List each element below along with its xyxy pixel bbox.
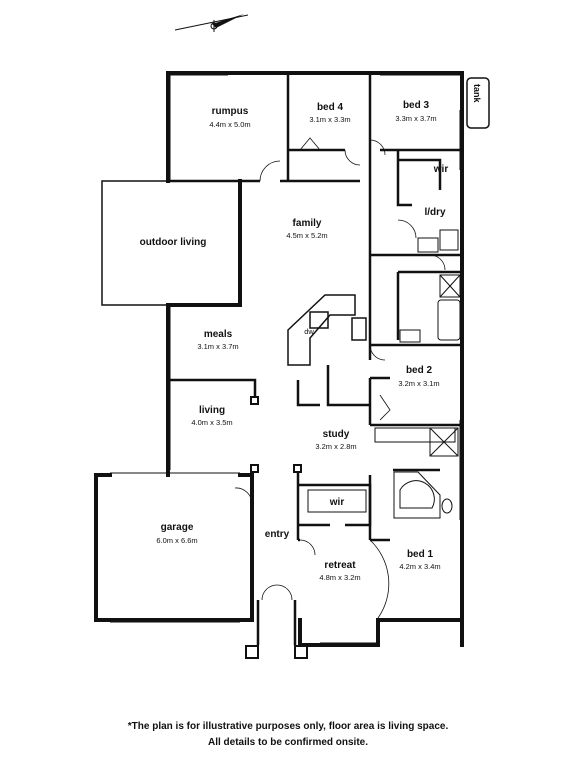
water-tank: tank bbox=[466, 77, 490, 129]
svg-text:bed 4: bed 4 bbox=[317, 102, 344, 113]
svg-text:4.5m x 5.2m: 4.5m x 5.2m bbox=[286, 231, 327, 240]
svg-text:dw: dw bbox=[304, 327, 314, 336]
room-entry: entry bbox=[265, 529, 290, 540]
disclaimer-line-1: *The plan is for illustrative purposes o… bbox=[127, 721, 449, 732]
exterior-walls bbox=[94, 71, 464, 647]
columns bbox=[245, 396, 308, 659]
svg-text:3.2m x 2.8m: 3.2m x 2.8m bbox=[315, 442, 356, 451]
interior-walls bbox=[168, 73, 462, 645]
room-bed-3: bed 3 3.3m x 3.7m bbox=[395, 100, 436, 123]
svg-text:bed 1: bed 1 bbox=[407, 549, 434, 560]
svg-text:3.2m x 3.1m: 3.2m x 3.1m bbox=[398, 379, 439, 388]
svg-text:bed 3: bed 3 bbox=[403, 100, 430, 111]
svg-text:6.0m x 6.6m: 6.0m x 6.6m bbox=[156, 536, 197, 545]
room-bed-2: bed 2 3.2m x 3.1m bbox=[398, 365, 439, 388]
svg-text:4.0m x 3.5m: 4.0m x 3.5m bbox=[191, 418, 232, 427]
svg-text:outdoor living: outdoor living bbox=[140, 237, 207, 248]
svg-text:retreat: retreat bbox=[324, 560, 356, 571]
kitchen-island bbox=[287, 294, 367, 366]
svg-text:family: family bbox=[293, 218, 322, 229]
doors bbox=[234, 137, 446, 619]
room-study: study 3.2m x 2.8m bbox=[315, 429, 356, 451]
svg-text:bed 2: bed 2 bbox=[406, 365, 433, 376]
compass-icon bbox=[174, 14, 249, 32]
svg-text:living: living bbox=[199, 405, 225, 416]
room-living: living 4.0m x 3.5m bbox=[191, 405, 232, 427]
room-laundry: l/dry bbox=[424, 207, 446, 218]
fixtures bbox=[307, 229, 461, 519]
svg-text:4.2m x 3.4m: 4.2m x 3.4m bbox=[399, 562, 440, 571]
svg-text:garage: garage bbox=[161, 522, 194, 533]
svg-text:3.1m x 3.7m: 3.1m x 3.7m bbox=[197, 342, 238, 351]
room-rumpus: rumpus 4.4m x 5.0m bbox=[209, 106, 250, 129]
svg-text:3.1m x 3.3m: 3.1m x 3.3m bbox=[309, 115, 350, 124]
svg-text:entry: entry bbox=[265, 529, 290, 540]
room-retreat: retreat 4.8m x 3.2m bbox=[319, 560, 360, 582]
windows bbox=[110, 73, 461, 644]
label-dishwasher: dw bbox=[304, 327, 314, 336]
svg-text:rumpus: rumpus bbox=[212, 106, 249, 117]
svg-text:wir: wir bbox=[433, 164, 449, 175]
svg-text:4.8m x 3.2m: 4.8m x 3.2m bbox=[319, 573, 360, 582]
room-wir-2: wir bbox=[329, 497, 345, 508]
room-family: family 4.5m x 5.2m bbox=[286, 218, 327, 240]
svg-text:meals: meals bbox=[204, 329, 233, 340]
room-garage: garage 6.0m x 6.6m bbox=[156, 522, 197, 545]
svg-text:l/dry: l/dry bbox=[424, 207, 446, 218]
room-bed-4: bed 4 3.1m x 3.3m bbox=[309, 102, 350, 124]
svg-text:4.4m x 5.0m: 4.4m x 5.0m bbox=[209, 120, 250, 129]
room-meals: meals 3.1m x 3.7m bbox=[197, 329, 238, 351]
room-outdoor-living: outdoor living bbox=[140, 237, 207, 248]
svg-text:3.3m x 3.7m: 3.3m x 3.7m bbox=[395, 114, 436, 123]
room-bed-1: bed 1 4.2m x 3.4m bbox=[399, 549, 440, 571]
svg-text:wir: wir bbox=[329, 497, 345, 508]
disclaimer-line-2: All details to be confirmed onsite. bbox=[207, 737, 369, 748]
svg-text:tank: tank bbox=[472, 84, 482, 104]
room-wir-1: wir bbox=[433, 164, 449, 175]
svg-text:study: study bbox=[323, 429, 350, 440]
